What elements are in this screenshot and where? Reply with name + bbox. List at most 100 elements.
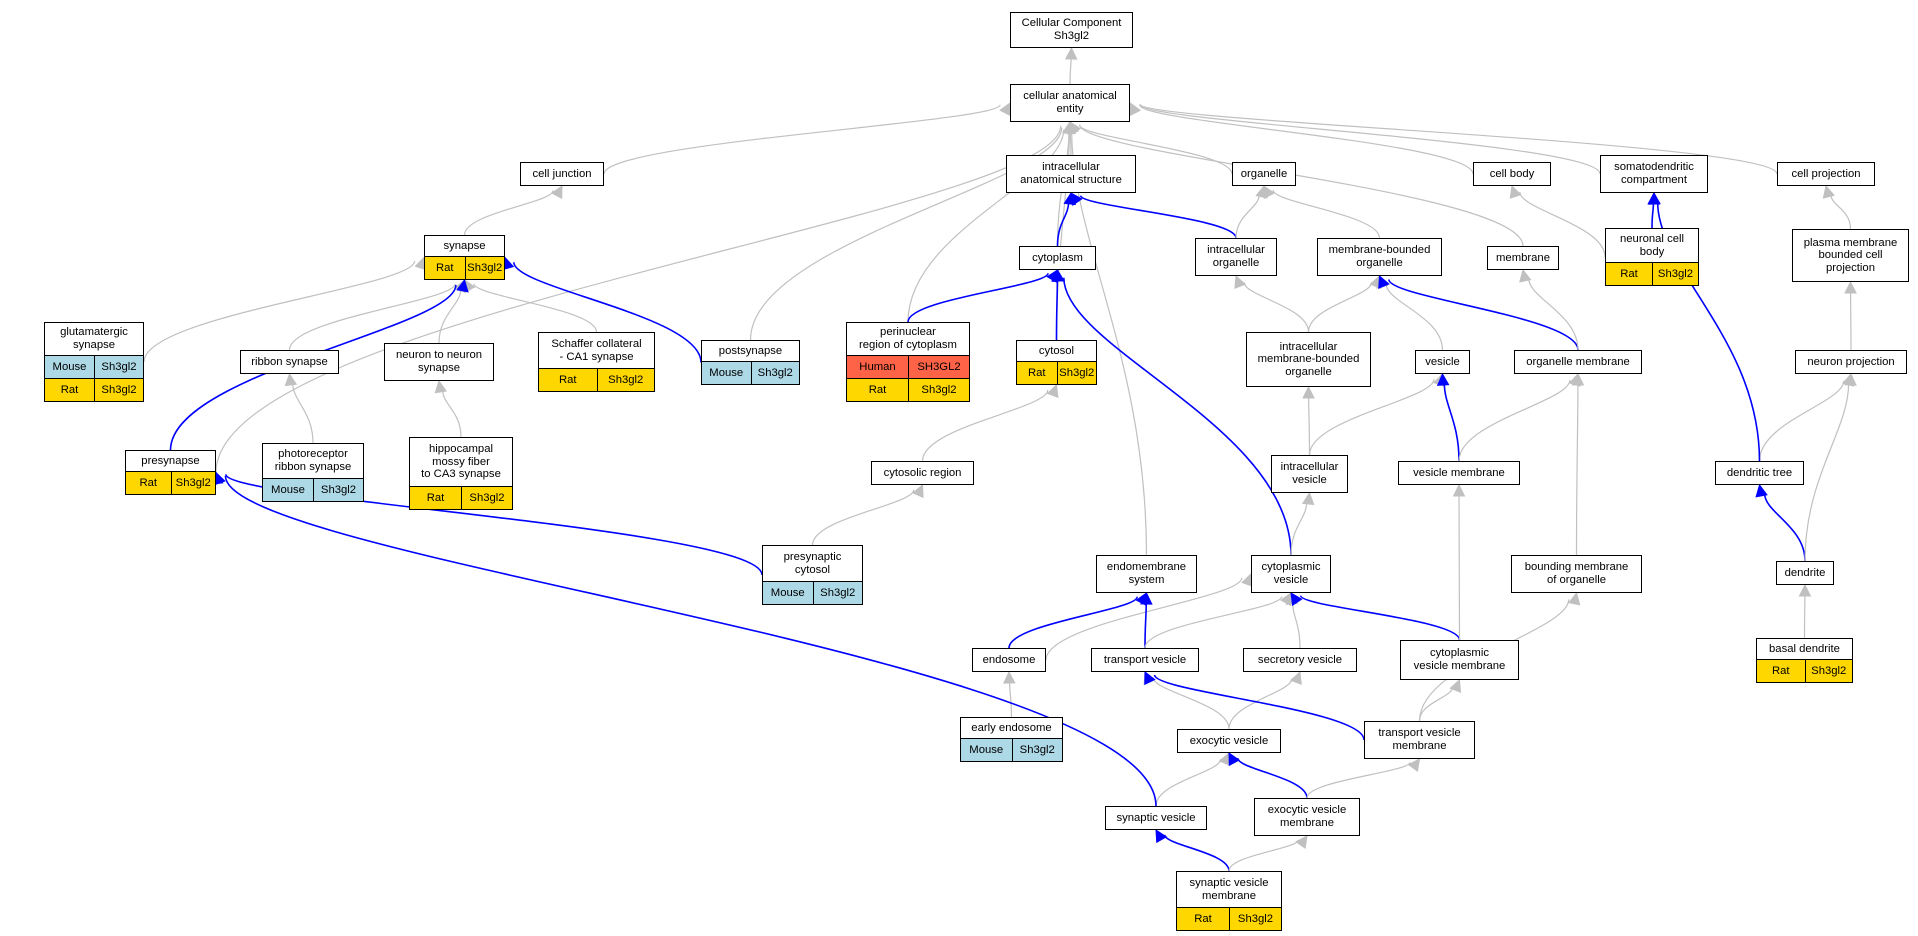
is-a-edge [1272, 189, 1381, 239]
node-label: basal dendrite [1769, 642, 1840, 655]
species-name-cell: Rat [1757, 660, 1805, 682]
node-cytoplasmic-vesicle-membrane[interactable]: cytoplasmic vesicle membrane [1400, 640, 1519, 680]
node-dendritic-tree[interactable]: dendritic tree [1715, 461, 1804, 485]
part-of-edge [1236, 757, 1308, 799]
node-dendrite[interactable]: dendrite [1776, 561, 1834, 585]
is-a-edge [1228, 678, 1293, 730]
node-label: intracellular anatomical structure [1020, 161, 1122, 186]
node-label: presynaptic cytosol [783, 550, 842, 576]
node-label: synaptic vesicle [1116, 811, 1196, 824]
species-name-cell: Mouse [702, 362, 751, 384]
edge-arrowhead [434, 379, 448, 394]
node-organelle[interactable]: organelle [1232, 162, 1296, 186]
node-label: membrane [1496, 251, 1550, 264]
node-cellular-anatomical-entity[interactable]: cellular anatomical entity [1010, 84, 1130, 122]
is-a-edge [1519, 191, 1606, 258]
node-exocytic-vesicle-membrane[interactable]: exocytic vesicle membrane [1254, 798, 1360, 836]
node-plasma-membrane-bounded-cell-projection[interactable]: plasma membrane bounded cell projection [1792, 229, 1909, 282]
node-transport-vesicle-membrane[interactable]: transport vesicle membrane [1364, 721, 1475, 759]
node-cellular-component-sh3gl2[interactable]: Cellular Component Sh3gl2 [1010, 12, 1133, 48]
species-name-cell: Rat [45, 379, 94, 401]
node-intracellular-organelle[interactable]: intracellular organelle [1195, 238, 1277, 276]
species-name-cell: Rat [126, 472, 171, 494]
node-vesicle-membrane[interactable]: vesicle membrane [1398, 461, 1520, 485]
node-exocytic-vesicle[interactable]: exocytic vesicle [1177, 729, 1281, 753]
node-intracellular-anatomical-structure[interactable]: intracellular anatomical structure [1006, 155, 1136, 193]
node-endosome[interactable]: endosome [972, 648, 1046, 672]
node-cell-body[interactable]: cell body [1473, 162, 1551, 186]
node-bounding-membrane-of-organelle[interactable]: bounding membrane of organelle [1511, 555, 1642, 593]
edge-arrowhead [1290, 670, 1302, 685]
node-neuron-to-neuron-synapse[interactable]: neuron to neuron synapse [384, 343, 494, 381]
species-name-cell: Rat [1017, 362, 1057, 384]
node-membrane[interactable]: membrane [1487, 246, 1559, 270]
edge-arrowhead [1295, 835, 1308, 850]
is-a-edge [1307, 282, 1373, 333]
is-a-edge [1830, 194, 1852, 230]
is-a-edge [473, 283, 598, 333]
is-a-edge [442, 390, 462, 438]
part-of-edge [1079, 194, 1237, 239]
node-membrane-bounded-organelle[interactable]: membrane-bounded organelle [1317, 238, 1442, 276]
node-endomembrane-system[interactable]: endomembrane system [1096, 555, 1197, 593]
edge-arrowhead [1452, 483, 1466, 497]
part-of-edge [1443, 383, 1460, 462]
node-cell-junction[interactable]: cell junction [520, 162, 604, 186]
node-label: neuron projection [1807, 355, 1895, 368]
node-cytosolic-region[interactable]: cytosolic region [871, 461, 974, 485]
gene-symbol-cell: Sh3gl2 [464, 257, 504, 279]
node-intracellular-membrane-bounded-organelle[interactable]: intracellular membrane-bounded organelle [1246, 332, 1371, 387]
node-organelle-membrane[interactable]: organelle membrane [1514, 350, 1642, 374]
node-ribbon-synapse[interactable]: ribbon synapse [240, 350, 339, 374]
edge-arrowhead [999, 102, 1011, 117]
node-intracellular-vesicle[interactable]: intracellular vesicle [1271, 455, 1348, 493]
is-a-edge [1385, 283, 1444, 351]
species-name-cell: Mouse [45, 356, 94, 378]
edge-arrowhead [1063, 120, 1077, 134]
node-somatodendritic-compartment[interactable]: somatodendritic compartment [1600, 155, 1708, 193]
edge-arrowhead [1228, 752, 1240, 767]
node-secretory-vesicle[interactable]: secretory vesicle [1243, 648, 1357, 672]
edge-arrowhead [1407, 758, 1421, 773]
node-synaptic-vesicle[interactable]: synaptic vesicle [1105, 806, 1207, 830]
node-cytoplasmic-vesicle[interactable]: cytoplasmic vesicle [1251, 555, 1331, 593]
node-label: early endosome [971, 721, 1052, 734]
gene-symbol-cell: SH3GL2 [908, 356, 969, 378]
part-of-edge [1008, 596, 1139, 649]
node-cell-projection[interactable]: cell projection [1777, 162, 1875, 186]
node-neuron-projection[interactable]: neuron projection [1795, 350, 1907, 374]
is-a-edge [1139, 103, 1778, 175]
node-label: cell body [1489, 167, 1535, 180]
node-label: neuron to neuron synapse [395, 349, 483, 374]
is-a-edge [1308, 396, 1311, 456]
node-transport-vesicle[interactable]: transport vesicle [1091, 648, 1199, 672]
species-name-cell: Rat [410, 487, 461, 509]
is-a-edge [1069, 131, 1072, 156]
is-a-edge [1758, 380, 1845, 462]
is-a-edge [1308, 379, 1435, 456]
is-a-edge [292, 383, 314, 444]
is-a-edge [1008, 681, 1013, 718]
node-cytoplasm[interactable]: cytoplasm [1019, 246, 1096, 270]
node-label: hippocampal mossy fiber to CA3 synapse [421, 443, 501, 481]
node-vesicle[interactable]: vesicle [1415, 350, 1470, 374]
part-of-edge [1163, 834, 1230, 872]
edge-arrowhead [1140, 591, 1153, 605]
